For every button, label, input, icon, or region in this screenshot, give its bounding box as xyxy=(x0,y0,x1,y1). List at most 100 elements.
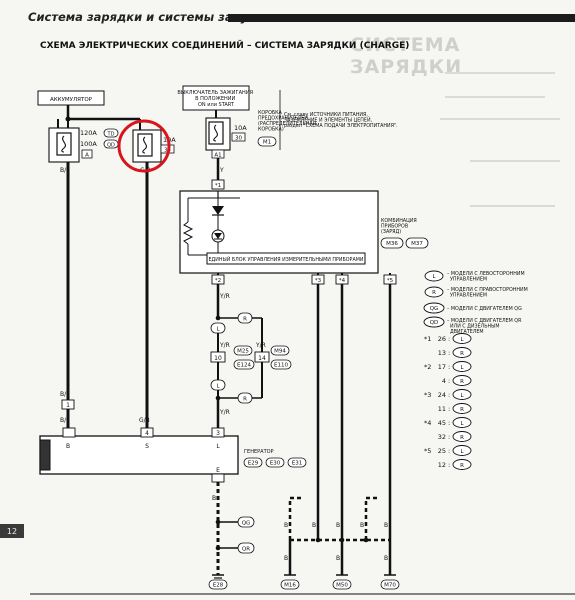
conn-e124: E124 xyxy=(237,363,251,369)
conn-e29: E29 xyxy=(248,461,259,467)
ground-m70: M70 xyxy=(384,583,396,589)
note-number: 17 xyxy=(438,363,446,371)
note-option-label: R xyxy=(460,463,464,469)
conn-e30: E30 xyxy=(270,461,281,467)
note-number: 13 xyxy=(438,349,446,357)
conn-star5: *5 xyxy=(387,278,394,284)
ground-m50: M50 xyxy=(336,583,348,589)
ground-e28: E28 xyxy=(213,583,224,589)
diagram-title: СХЕМА ЭЛЕКТРИЧЕСКИХ СОЕДИНЕНИЙ – СИСТЕМА… xyxy=(40,41,410,51)
legend-text-qd: – МОДЕЛИ С ДВИГАТЕЛЕМ QR ИЛИ С ДИЗЕЛЬНЫМ… xyxy=(447,318,523,335)
legend-text-r: – МОДЕЛИ С ПРАВОСТОРОННИМ УПРАВЛЕНИЕМ xyxy=(447,287,529,299)
opt-r-bottom: R xyxy=(243,397,247,403)
note-colon: : xyxy=(448,391,450,399)
svg-text:B: B xyxy=(312,522,316,529)
note-option-label: R xyxy=(460,407,464,413)
page-tab-label: 12 xyxy=(7,527,17,536)
bleed-through-line xyxy=(445,72,555,74)
alt-terminal-b: B xyxy=(66,443,70,450)
note-key: *1 xyxy=(424,335,431,343)
note-colon: : xyxy=(448,335,450,343)
note-key: *5 xyxy=(424,447,431,455)
page-tab: 12 xyxy=(0,524,24,538)
note-colon: : xyxy=(448,363,450,371)
note-option-badge xyxy=(452,403,472,414)
conn-a1: A1 xyxy=(214,153,221,159)
header-bar xyxy=(228,14,575,22)
legend-text-qg: – МОДЕЛИ С ДВИГАТЕЛЕМ QG xyxy=(447,306,522,312)
note-option-label: R xyxy=(460,379,464,385)
ref-note: См. главу ИСТОЧНИКИ ПИТАНИЯ, ЗАЗЕМЛЕНИЕ … xyxy=(284,112,398,129)
legend-sym-l: L xyxy=(432,274,436,280)
note-key: *4 xyxy=(424,419,431,427)
svg-text:B: B xyxy=(284,555,288,562)
pin-3: 3 xyxy=(216,430,220,437)
conn-e31: E31 xyxy=(292,461,302,467)
note-key: *2 xyxy=(424,363,431,371)
fusebox-10a: 10A xyxy=(234,124,247,132)
opt-qr: QR xyxy=(242,547,250,553)
yr-harness: Y/R R L Y/R Y/R 10 M25 E124 14 M94 E110 xyxy=(210,284,292,428)
svg-text:B: B xyxy=(212,495,216,502)
conn-e110: E110 xyxy=(274,363,288,369)
conn-star3: *3 xyxy=(315,278,322,284)
note-number: 4 xyxy=(442,377,446,385)
ignition-label: ВЫКЛЮЧАТЕЛЬ ЗАЖИГАНИЯ В ПОЛОЖЕНИИ ON или… xyxy=(177,90,254,108)
note-number: 12 xyxy=(438,461,446,469)
bleed-through-title: СИСТЕМА ЗАРЯДКИ xyxy=(350,34,463,78)
note-colon: : xyxy=(448,349,450,357)
opt-qg: QG xyxy=(242,521,251,527)
note-option-badge xyxy=(452,361,472,372)
highlight-circle xyxy=(117,119,171,173)
bleed-through-line xyxy=(440,118,560,120)
combo-m36: M36 xyxy=(386,241,398,247)
note-key: *3 xyxy=(424,391,431,399)
alt-terminal-s: S xyxy=(145,443,149,450)
note-number: 25 xyxy=(438,447,446,455)
svg-text:B/L: B/L xyxy=(60,417,70,424)
ground-m16: M16 xyxy=(284,583,296,589)
svg-text:G/B: G/B xyxy=(139,417,150,424)
note-colon: : xyxy=(448,447,450,455)
note-number: 26 xyxy=(438,335,446,343)
fusebox-label: КОРОБКА ПРЕДОХРАНИТЕЛЕЙ (РАСПРЕДЕЛИТЕЛЬН… xyxy=(258,110,318,133)
note-option-label: R xyxy=(460,435,464,441)
ground-harness: B B B B B B B B M16 M50 M70 xyxy=(280,284,400,590)
conn-star4: *4 xyxy=(339,278,346,284)
alternator: 4 3 B S L E ГЕНЕРАТОР E29 E30 E31 xyxy=(39,427,307,483)
fuse-100a: 100A xyxy=(80,140,97,148)
svg-text:Y/R: Y/R xyxy=(219,409,230,416)
note-colon: : xyxy=(448,377,450,385)
combination-meter: *1 ЕДИНЫЙ БЛОК УПРАВЛЕНИЯ ИЗМЕРИТЕЛЬНЫМИ… xyxy=(179,179,429,285)
fuse-tag-qd: QD xyxy=(107,143,115,149)
note-option-badge xyxy=(452,459,472,470)
conn-star2: *2 xyxy=(215,278,221,284)
note-option-label: L xyxy=(460,337,464,343)
svg-text:Y/R: Y/R xyxy=(219,342,230,349)
note-option-badge xyxy=(452,375,472,386)
note-colon: : xyxy=(448,405,450,413)
svg-text:B: B xyxy=(384,555,388,562)
note-number: 32 xyxy=(438,433,446,441)
note-option-badge xyxy=(452,431,472,442)
fuse-tag-td: TD xyxy=(107,132,115,138)
note-number: 45 xyxy=(438,419,446,427)
note-option-label: L xyxy=(460,421,464,427)
svg-text:B: B xyxy=(360,522,364,529)
note-number: 11 xyxy=(438,405,446,413)
note-option-badge xyxy=(452,347,472,358)
pin-4: 4 xyxy=(145,430,149,437)
note-option-label: L xyxy=(460,449,464,455)
battery-label: АККУМУЛЯТОР xyxy=(50,97,93,103)
svg-text:Y/R: Y/R xyxy=(255,342,266,349)
fuse-conn-a: A xyxy=(85,153,89,159)
alternator-ground: B QG QR E28 xyxy=(208,482,255,590)
legend-sym-r: R xyxy=(432,290,436,296)
opt-l-top: L xyxy=(216,327,220,333)
fuse-link-block: 120A 100A TD QD A 10A 35 B/L G/B xyxy=(48,117,176,428)
combo-m37: M37 xyxy=(411,241,423,247)
note-colon: : xyxy=(448,461,450,469)
chapter-header: Система зарядки и системы запуска xyxy=(28,10,271,24)
